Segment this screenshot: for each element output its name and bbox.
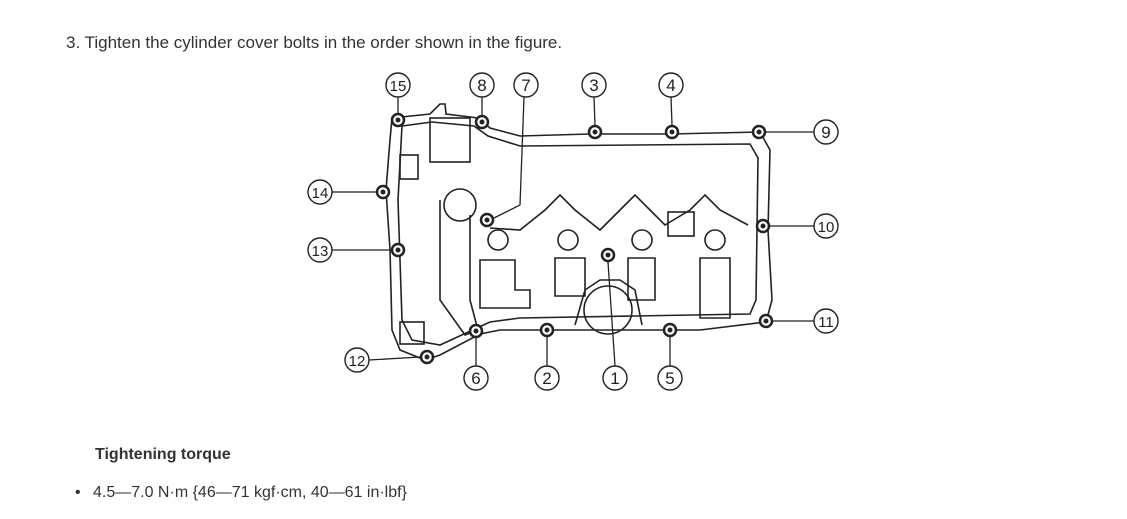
leader-line-1 — [607, 261, 616, 367]
oil-filler — [443, 188, 477, 222]
bolt-label-7: 7 — [521, 76, 530, 95]
bolt-center-11 — [763, 318, 769, 324]
bolt-label-9: 9 — [821, 123, 830, 142]
small-box — [399, 154, 419, 180]
bolt-center-13 — [395, 247, 401, 253]
bolt-label-10: 10 — [818, 219, 835, 236]
bolt-label-circle-6 — [463, 365, 489, 391]
bolt-label-circle-1 — [602, 365, 628, 391]
bolt-center-9 — [756, 129, 762, 135]
bolt-center-15 — [395, 117, 401, 123]
bolt-center-4 — [669, 129, 675, 135]
rib-3 — [627, 257, 656, 301]
cam-hole-3 — [631, 229, 653, 251]
bolt-label-circle-11 — [813, 308, 839, 334]
bolt-label-circle-13 — [307, 237, 333, 263]
bolt-label-15: 15 — [390, 78, 407, 95]
bolt-label-1: 1 — [610, 369, 619, 388]
torque-heading: Tightening torque — [95, 446, 231, 463]
cam-hole-1 — [487, 229, 509, 251]
bolt-label-circle-12 — [344, 347, 370, 373]
bolt-center-10 — [760, 223, 766, 229]
bolt-label-8: 8 — [477, 76, 486, 95]
sensor-box — [667, 211, 695, 237]
bolt-label-circle-8 — [469, 72, 495, 98]
spark-guard — [574, 279, 643, 326]
leader-line-3 — [593, 96, 596, 126]
cam-ridge — [489, 193, 749, 232]
bolt-center-14 — [380, 189, 386, 195]
leader-line-7 — [493, 96, 525, 219]
bolt-center-7 — [484, 217, 490, 223]
bolt-label-circle-9 — [813, 119, 839, 145]
bolt-label-11: 11 — [818, 314, 834, 331]
bolt-label-circle-15 — [385, 72, 411, 98]
torque-spec-item: • 4.5—7.0 N·m {46—71 kgf·cm, 40—61 in·lb… — [75, 484, 407, 502]
bolt-center-6 — [473, 328, 479, 334]
bolt-label-circle-10 — [813, 213, 839, 239]
bolt-center-3 — [592, 129, 598, 135]
bullet-icon: • — [75, 484, 81, 501]
bolt-label-4: 4 — [666, 76, 675, 95]
bolt-label-circle-7 — [513, 72, 539, 98]
bolt-label-12: 12 — [349, 353, 366, 370]
bolt-label-6: 6 — [471, 369, 480, 388]
cover-inner-outline — [397, 121, 759, 346]
torque-value: 4.5—7.0 N·m {46—71 kgf·cm, 40—61 in·lbf} — [93, 484, 407, 501]
bolt-center-2 — [544, 327, 550, 333]
bolt-label-circle-2 — [534, 365, 560, 391]
cover-outline — [385, 103, 773, 361]
rib-1 — [479, 259, 531, 309]
leader-line-12 — [368, 356, 421, 361]
bolt-center-12 — [424, 354, 430, 360]
bolt-label-5: 5 — [665, 369, 674, 388]
bolt-label-circle-5 — [657, 365, 683, 391]
bolt-label-14: 14 — [312, 185, 329, 202]
instruction-step: 3. Tighten the cylinder cover bolts in t… — [66, 33, 563, 52]
rib-2 — [554, 257, 586, 297]
bolt-label-13: 13 — [312, 243, 329, 260]
rib-4 — [699, 257, 731, 319]
cam-hole-2 — [557, 229, 579, 251]
torque-spec-list: • 4.5—7.0 N·m {46—71 kgf·cm, 40—61 in·lb… — [75, 484, 407, 502]
bolt-center-5 — [667, 327, 673, 333]
bolt-label-3: 3 — [589, 76, 598, 95]
bolt-label-2: 2 — [542, 369, 551, 388]
bolt-center-8 — [479, 119, 485, 125]
bolt-label-circle-14 — [307, 179, 333, 205]
bolt-label-circle-3 — [581, 72, 607, 98]
leader-line-4 — [670, 96, 673, 126]
spark-tube — [583, 285, 633, 335]
oil-cap-box — [429, 117, 471, 163]
corner-box — [399, 321, 425, 345]
bolt-center-1 — [605, 252, 611, 258]
bolt-label-circle-4 — [658, 72, 684, 98]
cam-hole-4 — [704, 229, 726, 251]
